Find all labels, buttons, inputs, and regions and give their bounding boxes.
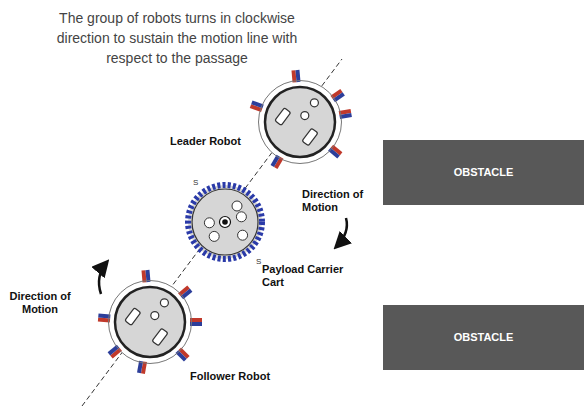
magnet: [175, 347, 189, 361]
robot-node: Follower Robot: [108, 280, 192, 364]
pole-letter: S: [193, 176, 198, 189]
obstacle-label: OBSTACLE: [454, 166, 514, 179]
magnet-pole: [328, 148, 340, 159]
cart-hole: [204, 218, 214, 228]
robot-rim: [108, 280, 192, 364]
node-outline: [258, 80, 342, 164]
cart-rim: [188, 185, 262, 259]
node-label: Follower Robot: [190, 370, 290, 383]
magnet-pole: [108, 345, 120, 356]
cart-plate: [192, 189, 258, 255]
obstacle-block: OBSTACLE: [383, 305, 584, 370]
direction-arrow: [336, 218, 347, 247]
robot-body: [98, 270, 202, 374]
obstacle-label: OBSTACLE: [454, 331, 514, 344]
node-label: Payload Carrier Cart: [262, 263, 357, 289]
motion-line: [82, 59, 342, 406]
direction-arrow: [99, 262, 107, 294]
robot-caster: [160, 299, 168, 307]
robot-chassis: [265, 87, 335, 157]
robot-drawings: [98, 70, 352, 374]
robot-caster: [151, 312, 159, 320]
node-outline: [108, 280, 192, 364]
cart-body: [188, 185, 262, 259]
direction-label: Direction of Motion: [2, 290, 78, 316]
pole-letter: S: [256, 255, 261, 268]
magnet: [328, 145, 342, 159]
robot-outline: [109, 281, 192, 364]
cart-hole: [238, 230, 248, 240]
cart-node: Payload Carrier Cart: [188, 185, 262, 259]
robot-wheel: [302, 128, 318, 146]
robot-caster: [310, 99, 318, 107]
robot-wheel: [275, 108, 291, 126]
robot-body: [250, 70, 352, 169]
magnet-pole: [333, 92, 345, 102]
title: The group of robots turns in clockwise d…: [36, 8, 318, 68]
magnet-pole: [175, 350, 186, 361]
robot-chassis: [115, 287, 185, 357]
node-outline: [188, 185, 262, 259]
cart-hole: [232, 201, 242, 211]
magnet: [108, 345, 122, 359]
robot-wheel: [152, 328, 168, 346]
robot-node: Leader Robot: [258, 80, 342, 164]
cart-pivot: [222, 219, 228, 225]
magnet-pole: [271, 155, 280, 167]
cart-hole: [236, 212, 246, 222]
magnet-pole: [181, 289, 193, 300]
robot-outline: [259, 81, 342, 164]
robot-rim: [258, 80, 342, 164]
robot-caster: [301, 112, 309, 120]
direction-label: Direction of Motion: [302, 188, 380, 214]
magnet: [178, 286, 192, 300]
obstacle-block: OBSTACLE: [383, 140, 584, 205]
node-label: Leader Robot: [170, 135, 250, 148]
cart-pivot: [220, 217, 231, 228]
cart-hole: [209, 231, 219, 241]
robot-wheel: [125, 308, 141, 326]
